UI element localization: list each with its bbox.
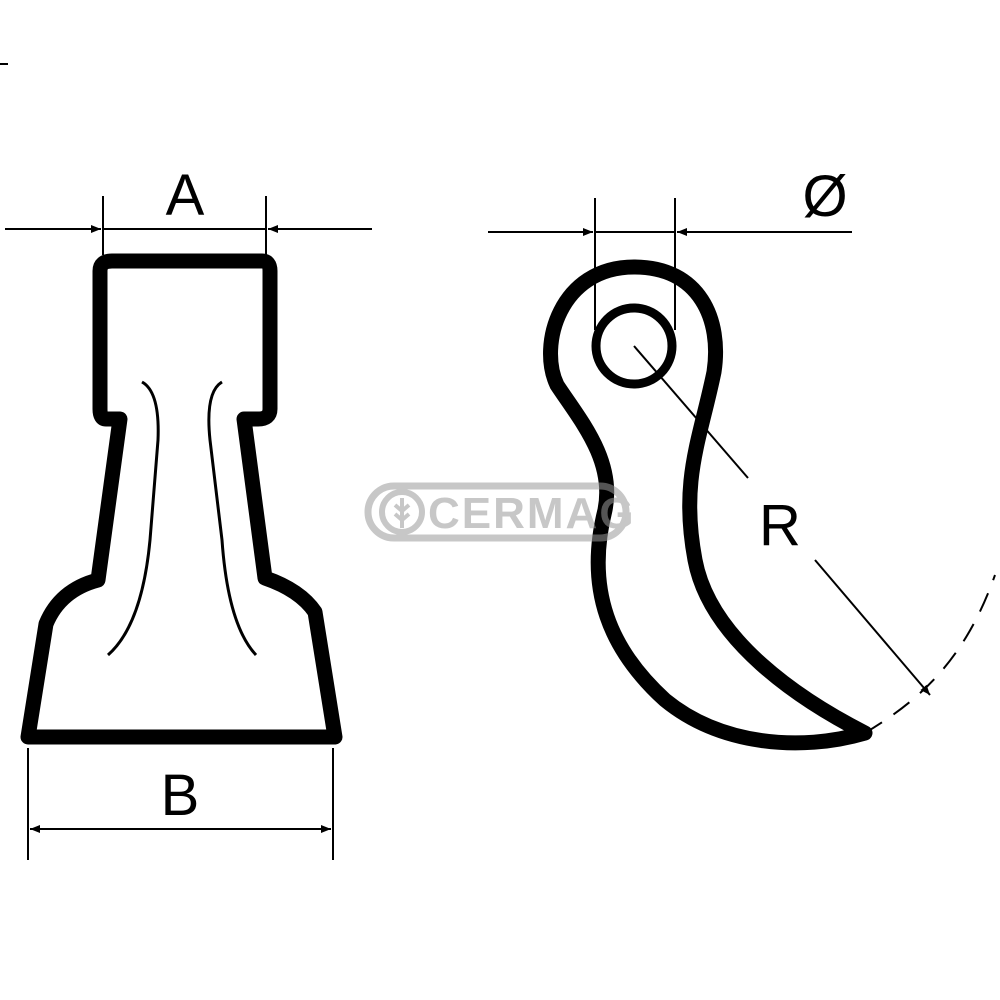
label-b: B bbox=[161, 763, 200, 828]
label-a: A bbox=[166, 163, 205, 228]
blade-side-outline bbox=[543, 259, 873, 751]
label-r: R bbox=[759, 493, 801, 558]
blade-left-rib bbox=[107, 380, 160, 657]
wheat-emblem-icon bbox=[379, 489, 425, 535]
dimension-a: A bbox=[5, 163, 372, 255]
blade-right-rib bbox=[207, 380, 258, 657]
watermark-text: CERMAG bbox=[428, 489, 636, 538]
mounting-hole bbox=[591, 303, 677, 389]
label-diameter: Ø bbox=[802, 164, 847, 229]
radius-line bbox=[814, 559, 931, 696]
dimension-radius: R bbox=[633, 345, 931, 696]
radius-arc bbox=[864, 574, 996, 734]
blade-front-outline bbox=[20, 253, 343, 745]
dimension-b: B bbox=[27, 748, 334, 860]
side-view bbox=[543, 259, 996, 751]
cermag-watermark: CERMAG bbox=[364, 482, 636, 542]
watermark-frame bbox=[364, 482, 630, 542]
radius-line bbox=[633, 345, 749, 479]
dimension-diameter: Ø bbox=[488, 164, 852, 330]
front-view bbox=[20, 253, 343, 745]
wheat-icon bbox=[393, 498, 411, 528]
